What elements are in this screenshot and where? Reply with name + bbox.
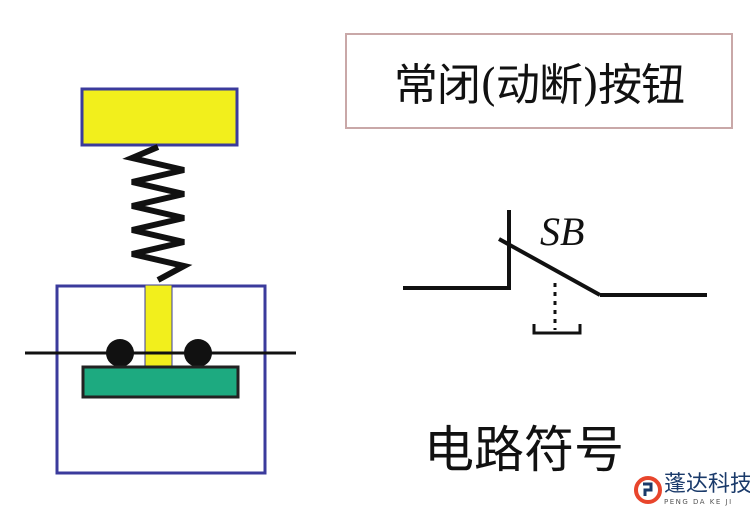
title: 常闭(动断)按钮 [345, 33, 733, 129]
contact-left [106, 339, 134, 367]
watermark-sub: PENG DA KE JI [664, 498, 733, 506]
plunger-rod [144, 284, 173, 368]
button-cap [80, 87, 239, 147]
watermark: 蓬达科技 PENG DA KE JI [664, 472, 750, 507]
symbol-label: SB [540, 209, 585, 254]
contact-bar [81, 365, 240, 399]
sb-symbol [403, 210, 707, 335]
spring [122, 144, 193, 283]
caption: 电路符号 [424, 421, 624, 479]
logo-icon [634, 476, 662, 504]
contact-right [184, 339, 212, 367]
watermark-name: 蓬达科技 [664, 472, 750, 497]
